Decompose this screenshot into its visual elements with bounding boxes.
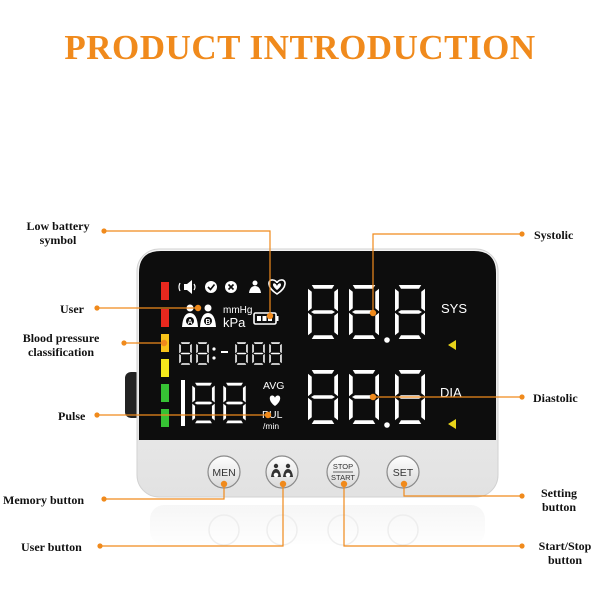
label-user-button: User button [21, 540, 82, 554]
unit-kpa: kPa [223, 315, 246, 330]
dot-user-end [94, 305, 100, 311]
diastolic-display [308, 370, 425, 428]
dot-setting-end [519, 493, 525, 499]
label-bp-classification: Blood pressure classification [22, 331, 100, 359]
label-setting-button: Setting button [541, 486, 577, 514]
stop-label: STOP [333, 462, 353, 471]
per-min-label: /min [263, 421, 279, 431]
dot-setting-target [400, 480, 408, 488]
dot-bp-end [121, 340, 127, 346]
dot-pulse-target [264, 411, 272, 419]
dot-user-button-target [279, 480, 287, 488]
setting-button-label: SET [393, 467, 414, 479]
label-start-stop-button: Start/Stop button [538, 539, 592, 567]
callout-lines [97, 230, 522, 547]
error-icon [225, 281, 237, 293]
callout-dots [94, 228, 525, 549]
dot-start-stop-end [519, 543, 525, 549]
start-stop-button[interactable]: STOP START [326, 455, 360, 489]
label-user: User [60, 302, 84, 316]
dot-pulse-end [94, 412, 100, 418]
avg-label: AVG [263, 380, 284, 392]
systolic-display [308, 285, 425, 343]
user-button-icon [271, 463, 293, 478]
leader-user-button [100, 484, 284, 547]
dot-low-battery-end [101, 228, 107, 234]
dia-label: DIA [440, 385, 462, 400]
reflection [150, 505, 485, 546]
leader-setting-button [403, 484, 522, 497]
label-pulse: Pulse [58, 409, 86, 423]
user-button[interactable] [265, 455, 299, 489]
dot-diastolic-end [519, 394, 525, 400]
dot-memory-target [220, 480, 228, 488]
classification-bar [161, 309, 169, 327]
memory-button[interactable]: MEN [207, 455, 241, 489]
dia-indicator-arrow [448, 419, 456, 429]
dot-low-battery-target [266, 312, 274, 320]
dot-bp-target [160, 339, 168, 347]
classification-bar [161, 282, 169, 300]
label-diastolic: Diastolic [533, 391, 578, 405]
classification-bar [161, 384, 169, 402]
unit-mmhg: mmHg [223, 305, 252, 316]
sys-indicator-arrow [448, 340, 456, 350]
dot-memory-end [101, 496, 107, 502]
check-icon [205, 281, 217, 293]
leader-systolic [372, 233, 522, 313]
memory-button-label: MEN [212, 467, 235, 479]
start-label: START [331, 473, 355, 482]
cuff-icon [249, 280, 261, 293]
dot-diastolic-target [369, 393, 377, 401]
setting-button[interactable]: SET [386, 455, 420, 489]
dot-start-stop-target [340, 480, 348, 488]
clock-display [179, 342, 282, 365]
display-panel [139, 251, 496, 440]
leader-memory-button [104, 484, 225, 500]
user-icons: A B [182, 304, 216, 327]
label-memory-button: Memory button [3, 493, 84, 507]
dot-systolic-end [519, 231, 525, 237]
label-low-battery: Low battery symbol [26, 219, 90, 247]
dot-user-target [194, 304, 202, 312]
user-b-label: B [205, 319, 210, 326]
dot-user-button-end [97, 543, 103, 549]
dot-systolic-target [369, 309, 377, 317]
page-title: PRODUCT INTRODUCTION [64, 28, 536, 67]
sound-icon [178, 280, 196, 294]
pulse-display [181, 380, 246, 426]
sys-label: SYS [441, 301, 467, 316]
leader-start-stop-button [343, 484, 522, 547]
leader-low-battery [104, 230, 271, 316]
user-a-label: A [187, 319, 192, 326]
label-systolic: Systolic [534, 228, 574, 242]
classification-bar [161, 359, 169, 377]
heart-icon [269, 395, 281, 406]
classification-bar [161, 409, 169, 427]
